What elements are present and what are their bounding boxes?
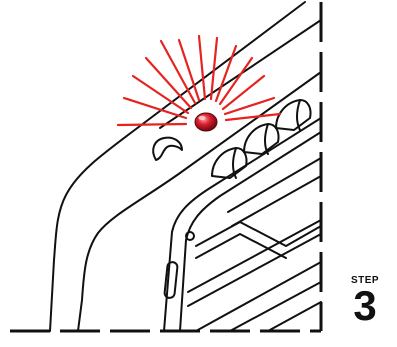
glow-ray xyxy=(216,46,236,101)
glow-ray xyxy=(226,114,280,120)
latch-clip xyxy=(153,138,182,160)
glow-ray xyxy=(220,58,252,104)
glow-ray xyxy=(199,36,205,99)
glow-ray xyxy=(118,124,186,125)
ridge-tab-3 xyxy=(276,100,311,130)
ridge-tab-1 xyxy=(212,148,247,178)
ridge-tab-2 xyxy=(244,124,279,154)
interior-slat-5 xyxy=(188,220,321,292)
red-indicator-light-icon xyxy=(195,113,217,131)
device-inner-edge xyxy=(78,72,321,331)
step-number: 3 xyxy=(346,284,384,328)
device-body xyxy=(50,2,321,331)
interior-slat-3 xyxy=(196,222,321,246)
interior-slat-8 xyxy=(230,282,321,331)
interior-slat-7 xyxy=(196,262,321,331)
interior-slat-1 xyxy=(228,158,321,212)
interior-slat-6 xyxy=(188,234,321,306)
